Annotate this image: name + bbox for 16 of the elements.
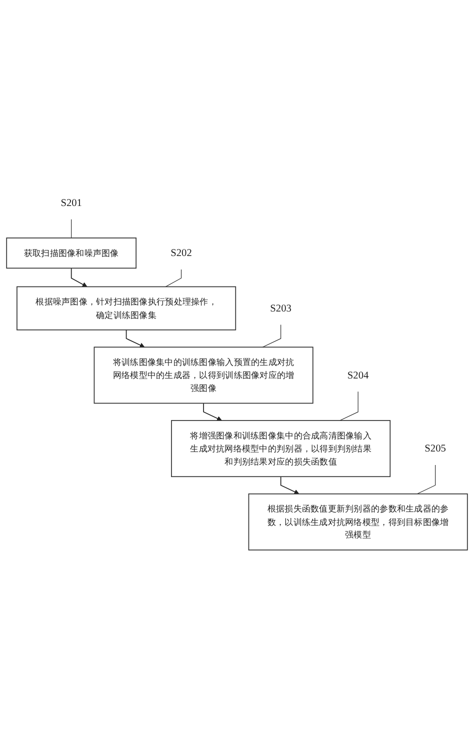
node-text: S201 <box>60 197 82 209</box>
node-box: 根据损失函数值更新判别器的参数和生成器的参数，以训练生成对抗网络模型，得到目标图像增强模型 <box>248 494 468 551</box>
node-box: 获取扫描图像和噪声图像 <box>6 238 137 269</box>
node-box: 将增强图像和训练图像集中的合成高清图像输入生成对抗网络模型中的判别器，以得到判别结果和判别结果对应的损失函数值 <box>171 420 391 478</box>
node-text: S203 <box>270 302 292 314</box>
connector <box>71 219 72 238</box>
node-box: 根据噪声图像，针对扫描图像执行预处理操作，确定训练图像集 <box>16 286 236 331</box>
node-text: S205 <box>424 442 446 454</box>
node-text: S204 <box>347 369 369 381</box>
arrow <box>126 330 145 348</box>
arrow <box>280 476 300 494</box>
connector <box>165 269 182 288</box>
arrow <box>203 403 222 422</box>
node-text: S202 <box>170 247 192 259</box>
node-box: 将训练图像集中的训练图像输入预置的生成对抗网络模型中的生成器，以得到训练图像对应的增强图像 <box>94 346 314 404</box>
arrow <box>70 268 88 288</box>
